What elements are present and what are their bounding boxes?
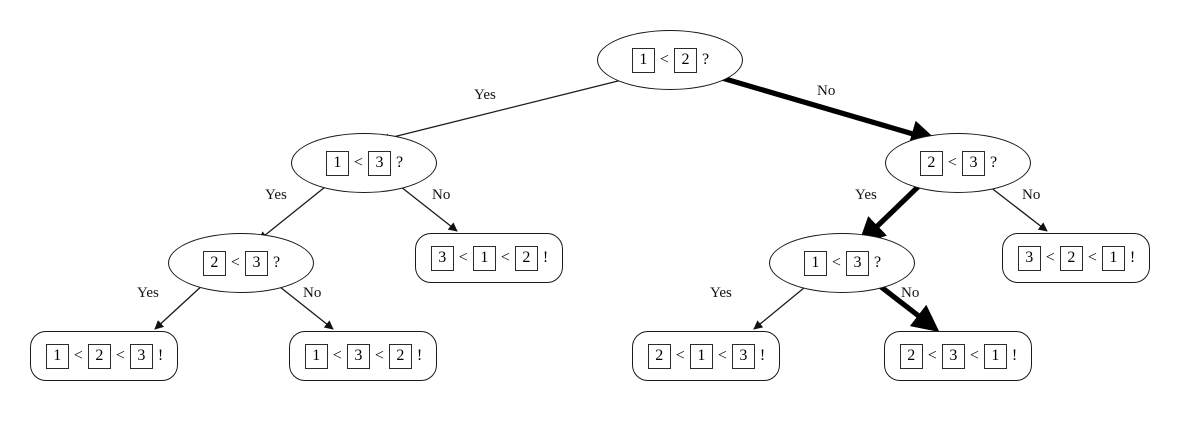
leaf-node-leaf-321[interactable]: 3<2<1! (1002, 233, 1150, 283)
node-expression: 1<2<3! (45, 343, 164, 369)
less-than-operator: < (353, 154, 363, 171)
tree-edge[interactable] (395, 182, 458, 232)
boxed-number: 2 (1059, 245, 1083, 271)
tree-edge[interactable] (380, 79, 623, 143)
leaf-node-leaf-213[interactable]: 2<1<3! (632, 331, 780, 381)
node-expression: 2<1<3! (647, 343, 766, 369)
boxed-number: 2 (388, 343, 412, 369)
tree-edge-highlighted[interactable] (721, 75, 938, 147)
less-than-operator: < (1045, 249, 1055, 266)
less-than-operator: < (458, 249, 468, 266)
edge-label-yes: Yes (710, 285, 732, 301)
boxed-number: 1 (803, 250, 827, 276)
boxed-number: 3 (731, 343, 755, 369)
boxed-number: 2 (673, 47, 697, 73)
boxed-number: 3 (346, 343, 370, 369)
tree-edge[interactable] (274, 282, 334, 330)
node-terminator: ! (542, 249, 549, 266)
boxed-number: 1 (304, 343, 328, 369)
node-expression: 3<1<2! (430, 245, 549, 271)
boxed-number: 2 (87, 343, 111, 369)
tree-edge[interactable] (984, 182, 1048, 232)
less-than-operator: < (230, 254, 240, 271)
boxed-number: 1 (45, 343, 69, 369)
tree-edge-highlighted[interactable] (858, 180, 925, 245)
less-than-operator: < (831, 254, 841, 271)
decision-node-n-1lt3-left[interactable]: 1<3? (291, 133, 437, 193)
boxed-number: 2 (919, 150, 943, 176)
boxed-number: 1 (983, 343, 1007, 369)
boxed-number: 3 (941, 343, 965, 369)
less-than-operator: < (500, 249, 510, 266)
decision-node-n-2lt3-left[interactable]: 2<3? (168, 233, 314, 293)
boxed-number: 1 (689, 343, 713, 369)
decision-node-root[interactable]: 1<2? (597, 30, 743, 90)
boxed-number: 3 (367, 150, 391, 176)
less-than-operator: < (332, 347, 342, 364)
less-than-operator: < (675, 347, 685, 364)
node-expression: 1<3? (325, 150, 404, 176)
boxed-number: 3 (845, 250, 869, 276)
node-terminator: ! (1129, 249, 1136, 266)
node-expression: 1<3<2! (304, 343, 423, 369)
tree-edge[interactable] (154, 282, 206, 330)
node-terminator: ? (395, 154, 404, 171)
node-terminator: ? (701, 51, 710, 68)
node-terminator: ! (1011, 347, 1018, 364)
leaf-node-leaf-132[interactable]: 1<3<2! (289, 331, 437, 381)
tree-edge[interactable] (753, 282, 811, 330)
leaf-node-leaf-312[interactable]: 3<1<2! (415, 233, 563, 283)
leaf-node-leaf-231[interactable]: 2<3<1! (884, 331, 1032, 381)
edge-label-yes: Yes (855, 187, 877, 203)
boxed-number: 2 (202, 250, 226, 276)
tree-edge-highlighted[interactable] (874, 280, 940, 332)
less-than-operator: < (969, 347, 979, 364)
boxed-number: 1 (1101, 245, 1125, 271)
boxed-number: 3 (961, 150, 985, 176)
boxed-number: 2 (647, 343, 671, 369)
boxed-number: 2 (899, 343, 923, 369)
less-than-operator: < (927, 347, 937, 364)
edge-label-no: No (303, 285, 322, 301)
boxed-number: 3 (244, 250, 268, 276)
less-than-operator: < (1087, 249, 1097, 266)
less-than-operator: < (717, 347, 727, 364)
edge-label-yes: Yes (474, 87, 496, 103)
node-terminator: ? (272, 254, 281, 271)
node-terminator: ! (416, 347, 423, 364)
less-than-operator: < (115, 347, 125, 364)
boxed-number: 1 (472, 245, 496, 271)
edge-label-yes: Yes (265, 187, 287, 203)
tree-edge[interactable] (258, 182, 331, 241)
boxed-number: 1 (631, 47, 655, 73)
node-expression: 1<3? (803, 250, 882, 276)
edge-label-yes: Yes (137, 285, 159, 301)
node-terminator: ! (157, 347, 164, 364)
boxed-number: 2 (514, 245, 538, 271)
boxed-number: 3 (430, 245, 454, 271)
decision-node-n-2lt3-right[interactable]: 2<3? (885, 133, 1031, 193)
less-than-operator: < (374, 347, 384, 364)
less-than-operator: < (73, 347, 83, 364)
edge-label-no: No (817, 83, 836, 99)
node-terminator: ! (759, 347, 766, 364)
leaf-node-leaf-123[interactable]: 1<2<3! (30, 331, 178, 381)
node-expression: 2<3? (202, 250, 281, 276)
edge-label-no: No (1022, 187, 1041, 203)
node-expression: 3<2<1! (1017, 245, 1136, 271)
edge-label-no: No (432, 187, 451, 203)
boxed-number: 3 (129, 343, 153, 369)
node-expression: 1<2? (631, 47, 710, 73)
decision-node-n-1lt3-right[interactable]: 1<3? (769, 233, 915, 293)
node-terminator: ? (873, 254, 882, 271)
node-terminator: ? (989, 154, 998, 171)
boxed-number: 3 (1017, 245, 1041, 271)
node-expression: 2<3? (919, 150, 998, 176)
less-than-operator: < (659, 51, 669, 68)
boxed-number: 1 (325, 150, 349, 176)
less-than-operator: < (947, 154, 957, 171)
node-expression: 2<3<1! (899, 343, 1018, 369)
edge-label-no: No (901, 285, 920, 301)
